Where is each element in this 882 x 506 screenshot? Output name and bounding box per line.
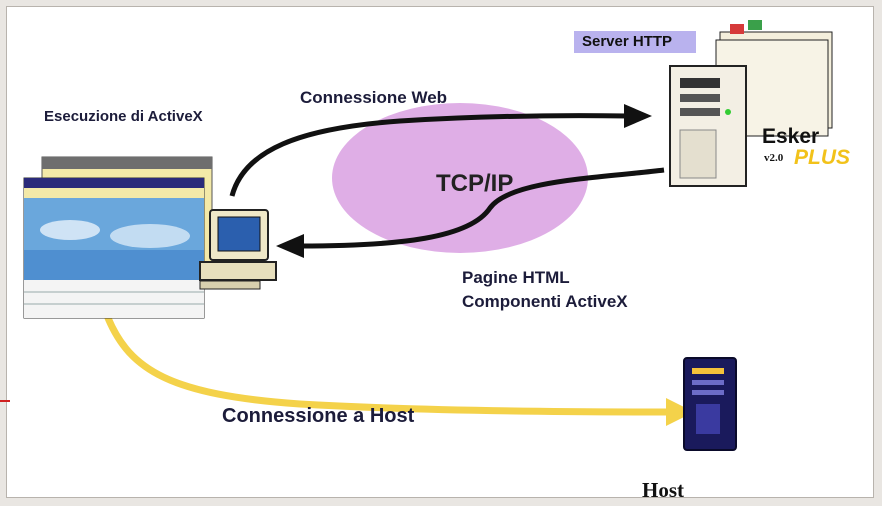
html-pages-arrowhead bbox=[276, 234, 304, 258]
server-http-label: Server HTTP bbox=[582, 33, 673, 50]
html-pages-label: Pagine HTML bbox=[462, 268, 570, 287]
esker-plus-label: PLUS bbox=[794, 146, 851, 169]
host-label: Host bbox=[642, 478, 684, 502]
server-http-tag bbox=[574, 31, 696, 53]
web-connection-arrow bbox=[229, 113, 629, 197]
host-server-icon bbox=[683, 357, 737, 451]
activex-app-window bbox=[23, 156, 213, 319]
esker-version-label: v2.0 bbox=[764, 152, 784, 164]
tower-server-icon bbox=[669, 65, 747, 187]
tcpip-ellipse bbox=[332, 103, 588, 253]
host-connection-label: Connessione a Host bbox=[222, 405, 415, 427]
web-connection-label: Connessione Web bbox=[300, 88, 448, 107]
web-connection-arrowhead bbox=[624, 104, 652, 128]
activex-components-label: Componenti ActiveX bbox=[462, 292, 628, 311]
html-pages-arrow bbox=[299, 167, 665, 249]
activex-execution-label: Esecuzione di ActiveX bbox=[44, 108, 203, 125]
host-connection-line bbox=[104, 314, 674, 416]
desktop-computer-icon bbox=[199, 209, 277, 290]
tcpip-label: TCP/IP bbox=[436, 170, 514, 197]
host-connection-arrowhead bbox=[666, 398, 694, 426]
esker-label: Esker bbox=[762, 125, 820, 148]
